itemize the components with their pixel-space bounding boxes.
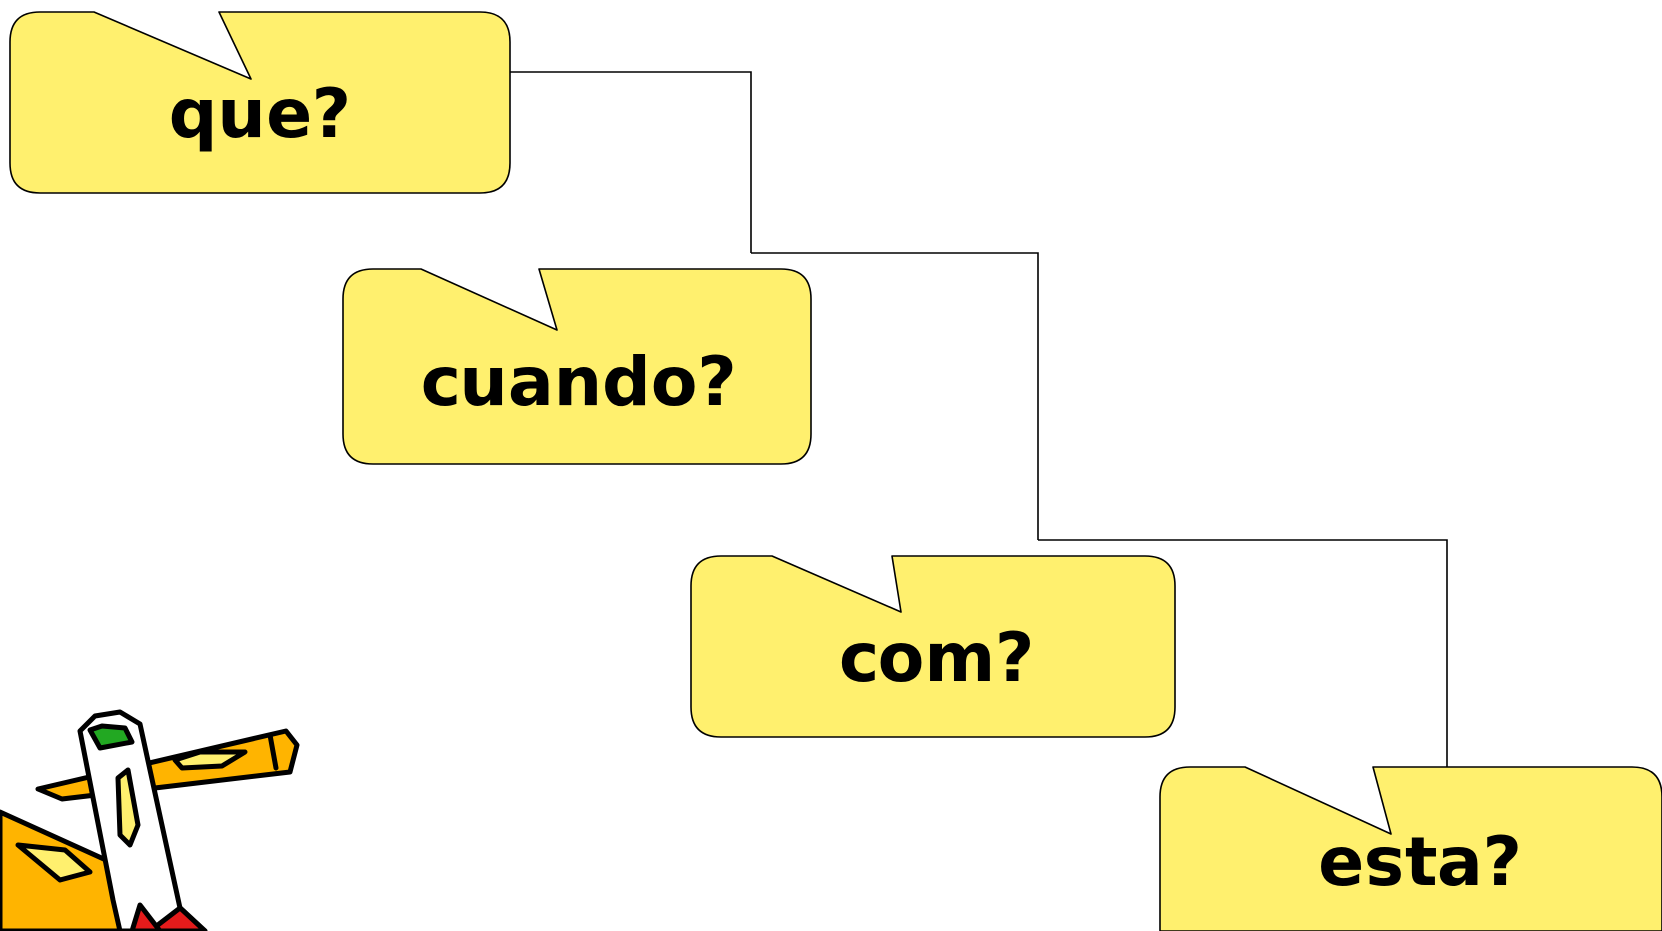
pencil-horizontal xyxy=(35,728,300,802)
callout-1-label: ¿ǝnb xyxy=(169,83,352,162)
callout-2-label: ¿opuɐnɔ xyxy=(419,351,737,430)
callout-2[interactable]: ¿opuɐnɔ xyxy=(342,268,812,465)
connectors xyxy=(510,71,1448,767)
callout-4[interactable]: ¿ɐʇsǝ xyxy=(1159,766,1662,931)
callout-3[interactable]: ¿ɯoɔ xyxy=(690,555,1176,738)
pencil-vertical xyxy=(77,709,183,931)
callout-1[interactable]: ¿ǝnb xyxy=(9,11,511,194)
connector-1-2 xyxy=(510,71,752,253)
crossed-pencils-icon xyxy=(0,709,300,931)
callout-4-label: ¿ɐʇsǝ xyxy=(1318,831,1522,910)
callout-3-label: ¿ɯoɔ xyxy=(837,627,1034,706)
connector-3-4 xyxy=(1038,539,1448,767)
connector-2-3 xyxy=(751,252,1039,540)
